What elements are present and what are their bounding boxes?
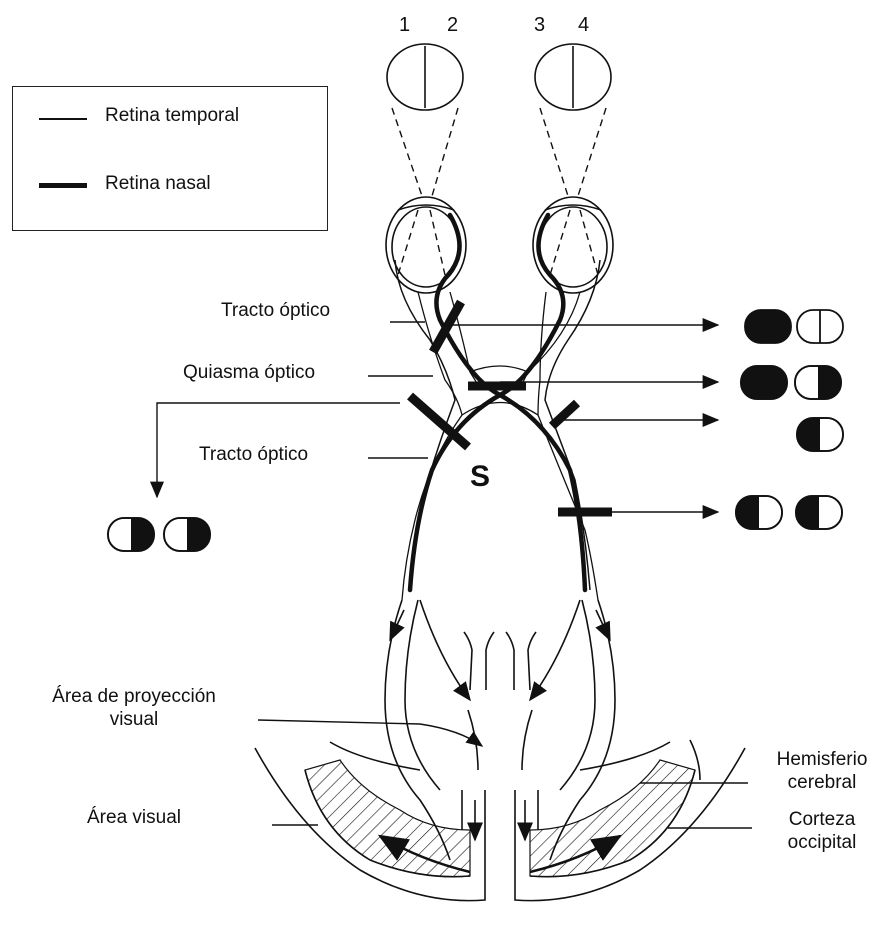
visual-field-left — [387, 44, 463, 110]
defect-tract-left — [108, 518, 210, 551]
label-hemisferio-line2: cerebral — [762, 771, 882, 794]
legend-thin-line — [39, 118, 87, 120]
lesion-tract-right — [552, 403, 577, 426]
label-corteza-line2: occipital — [762, 831, 882, 854]
legend: Retina temporal Retina nasal — [12, 86, 328, 231]
label-corteza-occipital: Corteza occipital — [762, 808, 882, 854]
defect-radiation-right — [736, 496, 842, 529]
label-area-proyeccion-line1: Área de proyección — [18, 685, 250, 708]
striate-cortex-left — [305, 760, 470, 877]
legend-temporal: Retina temporal — [105, 105, 239, 127]
label-quiasma-optico: Quiasma óptico — [183, 361, 315, 384]
temporal-fibers — [395, 260, 600, 590]
label-corteza-line1: Corteza — [762, 808, 882, 831]
lesion-bars — [410, 302, 612, 512]
legend-thick-line — [39, 183, 87, 188]
label-hemisferio-line1: Hemisferio — [762, 748, 882, 771]
field-number-2: 2 — [447, 14, 458, 37]
defect-chiasm — [741, 366, 842, 399]
label-tracto-optico-bottom: Tracto óptico — [199, 443, 308, 466]
eye-right — [533, 197, 613, 293]
visual-field-right — [535, 44, 611, 110]
field-number-3: 3 — [534, 14, 545, 37]
field-number-1: 1 — [399, 14, 410, 37]
label-tracto-optico-top: Tracto óptico — [221, 299, 330, 322]
label-area-proyeccion-line2: visual — [18, 708, 250, 731]
projection-cones — [392, 108, 606, 275]
striate-cortex-right — [530, 760, 695, 877]
lesion-tract-left — [410, 396, 468, 447]
leader-lines — [272, 322, 752, 828]
defect-tract-right — [797, 418, 843, 451]
label-area-visual: Área visual — [87, 806, 181, 829]
label-hemisferio-cerebral: Hemisferio cerebral — [762, 748, 882, 794]
defect-optic-nerve — [745, 310, 843, 343]
leader-proyeccion — [258, 720, 482, 746]
lesion-marker-s: S — [470, 460, 490, 494]
field-number-4: 4 — [578, 14, 589, 37]
legend-nasal: Retina nasal — [105, 173, 211, 195]
label-area-proyeccion: Área de proyección visual — [18, 685, 250, 731]
